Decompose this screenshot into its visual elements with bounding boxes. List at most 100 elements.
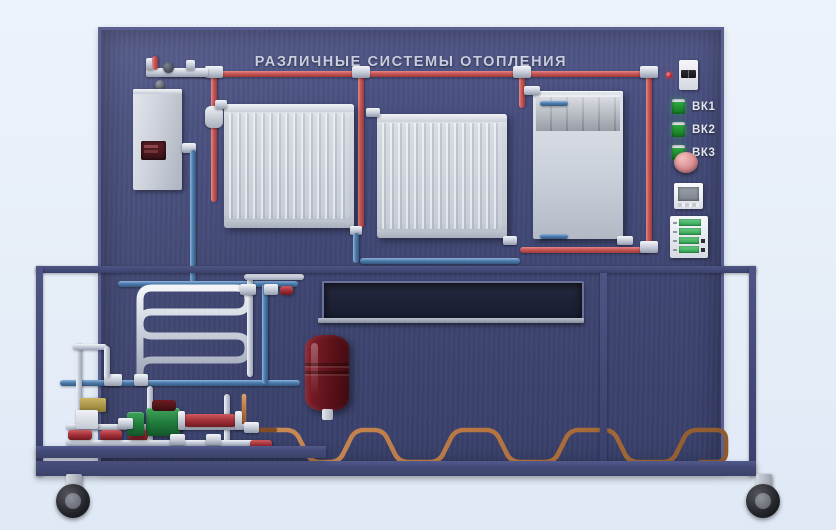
skid-riser-left (76, 344, 82, 444)
cart-frame-top-rail (36, 266, 756, 273)
radiator-2-valve-top (366, 108, 380, 117)
caster-wheel-left (56, 484, 90, 518)
channel-tick-icon (673, 230, 677, 233)
radiator-panel-2 (377, 114, 507, 238)
gauge-dial (155, 80, 165, 90)
radiator-3-valve-bottom (617, 236, 633, 245)
air-vent (186, 60, 195, 70)
hot-riser-left (211, 74, 217, 202)
indicator-row-vk1[interactable]: ВК1 (672, 99, 716, 114)
tank-band-1 (305, 363, 349, 366)
radiator-fins (229, 113, 349, 219)
cart-frame-mid-post (600, 273, 607, 468)
channel-display (678, 246, 700, 253)
tank-band-2 (305, 371, 349, 374)
tank-highlight (311, 343, 318, 395)
radiator-top-cap (377, 114, 507, 122)
coil-elbow (134, 374, 148, 386)
breaker-switch-icon[interactable] (681, 70, 696, 78)
filter-body (182, 414, 238, 427)
boiler-manifold (146, 68, 208, 77)
controller-channel-row (673, 228, 705, 235)
channel-tick-icon (673, 248, 677, 251)
tank-connector (322, 409, 333, 420)
tee-fitting-2 (352, 66, 370, 78)
boiler-hot-stub (152, 56, 158, 70)
skid-top-left (73, 344, 107, 350)
page-title: РАЗЛИЧНЫЕ СИСТЕМЫ ОТОПЛЕНИЯ (254, 54, 568, 70)
radiator-1-return (353, 233, 359, 263)
radiator-1-valve-top (215, 100, 227, 109)
thermostat-screen (678, 187, 699, 201)
radiator-fins (382, 123, 502, 229)
safety-valve (146, 58, 154, 70)
red-valve-2 (100, 430, 122, 440)
boiler-return-drop (190, 150, 196, 284)
boiler-top-cap (133, 89, 182, 94)
cart-upper-deck (36, 446, 326, 458)
boiler-outlet-elbow (182, 143, 196, 153)
cold-return-main (118, 281, 298, 287)
cart-frame-left-post (36, 266, 43, 476)
duct-feed-top (244, 274, 304, 280)
circulation-pump-1 (146, 408, 180, 436)
thermostat-buttons[interactable] (678, 203, 699, 207)
skid-tee-d (244, 422, 259, 433)
radiator-bottom-cap (377, 230, 507, 238)
channel-indicator-icon (701, 238, 705, 243)
cart-bottom-shelf (36, 461, 756, 476)
status-led-icon (672, 99, 685, 114)
skid-riser-2 (104, 346, 110, 378)
filter-flange-l (178, 411, 185, 430)
skid-bottom-main (66, 440, 256, 446)
radiator-section-3 (533, 91, 623, 239)
radiator-panel-1 (224, 104, 354, 228)
expansion-tank (305, 335, 349, 411)
skid-tee-b (170, 434, 185, 445)
radiator-2-valve-bottom (503, 236, 517, 245)
elbow-fitting-2 (640, 241, 658, 253)
rotary-knob[interactable] (674, 152, 698, 173)
radiator-3-blue-stub-top (540, 101, 568, 106)
hot-return-bottom (520, 247, 650, 253)
controller-channel-row (673, 219, 705, 226)
radiator-3-valve-top (524, 86, 540, 95)
cart-shelf-highlight (36, 461, 756, 466)
hot-riser-far-right (646, 74, 652, 250)
filter-flange-r (235, 411, 242, 430)
pump-controller-box (76, 410, 98, 429)
indicator-label: ВК2 (692, 123, 716, 136)
pump-1-motor-cap (152, 400, 176, 411)
status-led-icon (672, 122, 685, 137)
boiler-display[interactable] (141, 141, 166, 160)
convector-duct (322, 281, 584, 322)
radiator-top-cap (224, 104, 354, 112)
room-thermostat[interactable] (674, 183, 703, 209)
duct-balancing-valve (280, 286, 293, 295)
radiator-2-return-pipe (360, 258, 520, 264)
red-valve-4 (250, 440, 272, 449)
temperature-controller[interactable] (670, 216, 708, 258)
hot-supply-pipe-main (160, 71, 650, 77)
channel-display (679, 219, 701, 226)
channel-display (678, 237, 700, 244)
convector-duct-lip (318, 318, 584, 323)
radiator-bottom-cap (224, 220, 354, 228)
cart-frame-right-post (749, 266, 756, 476)
channel-indicator-icon (701, 247, 705, 252)
skid-tee-c (206, 434, 221, 445)
circuit-breaker[interactable] (679, 60, 698, 90)
indicator-label: ВК1 (692, 100, 716, 113)
control-module-gold (80, 398, 106, 412)
channel-tick-icon (673, 239, 677, 242)
indicator-row-vk2[interactable]: ВК2 (672, 122, 716, 137)
pressure-gauge (163, 62, 174, 73)
duct-valve-1 (240, 284, 256, 295)
radiator-3-blue-stub-bottom (540, 234, 568, 239)
indicator-label: ВК3 (692, 146, 716, 159)
elbow-fitting-1 (640, 66, 658, 78)
controller-channel-row (673, 237, 705, 244)
radiator-1-valve-bottom (350, 226, 362, 235)
cold-drop-1 (262, 284, 268, 384)
controller-channel-row (673, 246, 705, 253)
